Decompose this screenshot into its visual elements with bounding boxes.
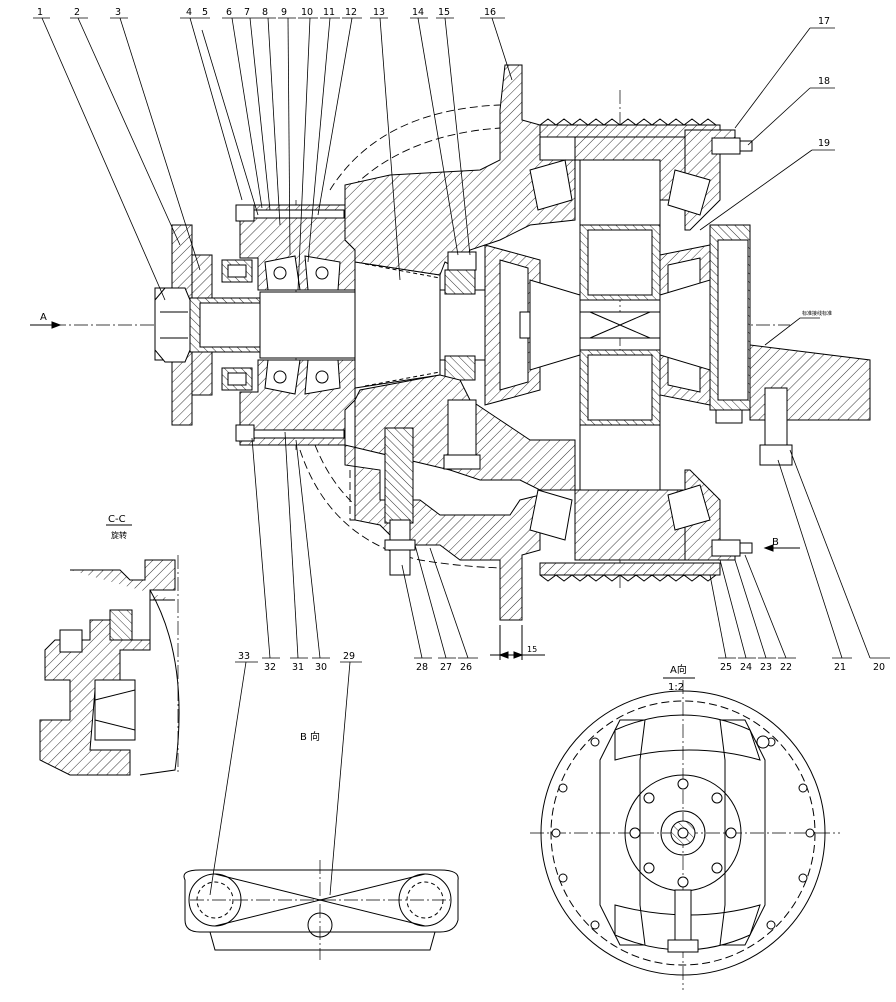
callout-8: 8 — [262, 7, 268, 18]
mid-bolt — [447, 399, 477, 461]
arrow-a-label: A — [40, 312, 47, 323]
pilot-bearing — [444, 269, 476, 295]
callout-32: 32 — [264, 662, 276, 673]
section-arrow-a — [30, 321, 62, 329]
view-a-circular — [530, 677, 840, 990]
callout-15: 15 — [438, 7, 450, 18]
section-cc-subtitle: 旋转 — [111, 530, 127, 540]
callout-10: 10 — [301, 7, 313, 18]
callout-21: 21 — [834, 662, 846, 673]
callout-14: 14 — [412, 7, 424, 18]
drive-pinion — [354, 261, 441, 389]
callout-6: 6 — [226, 7, 232, 18]
callout-25: 25 — [720, 662, 732, 673]
diff-bearing-upper — [667, 169, 711, 216]
cage-bolt-bottom — [235, 424, 255, 442]
planet-gear-left — [529, 279, 581, 371]
view-a-title: A向 — [670, 663, 687, 676]
callout-12: 12 — [345, 7, 357, 18]
callout-31: 31 — [292, 662, 304, 673]
view-b — [183, 860, 459, 960]
cage-bolt-top — [235, 204, 255, 222]
callout-3: 3 — [115, 7, 121, 18]
callout-33: 33 — [238, 651, 250, 662]
callout-9: 9 — [281, 7, 287, 18]
callout-2: 2 — [74, 7, 80, 18]
view-b-title: B 向 — [300, 730, 320, 743]
pinion-shaft — [259, 291, 361, 359]
callout-30: 30 — [315, 662, 327, 673]
taper-bearing-1 — [264, 255, 301, 291]
dimension-15 — [490, 625, 545, 660]
view-a-scale: 1:2 — [668, 682, 684, 693]
callout-7: 7 — [244, 7, 250, 18]
callout-labels: 1 2 3 4 5 6 7 8 9 10 11 12 13 14 15 16 1… — [37, 7, 885, 673]
callout-26: 26 — [460, 662, 472, 673]
taper-bearing-2 — [304, 255, 341, 291]
bolt-circle-holes — [551, 735, 815, 930]
callout-19: 19 — [818, 138, 830, 149]
gear-teeth-top — [539, 118, 721, 138]
callout-11: 11 — [323, 7, 335, 18]
main-section-view — [30, 64, 871, 660]
callout-5: 5 — [202, 7, 208, 18]
callout-27: 27 — [440, 662, 452, 673]
callout-23: 23 — [760, 662, 772, 673]
gear-teeth-bottom — [539, 562, 721, 582]
small-note: 标准接线标准 — [802, 310, 832, 317]
flange-nut — [154, 287, 191, 363]
callout-28: 28 — [416, 662, 428, 673]
leader-lines — [33, 17, 890, 896]
section-cc-title: C-C — [108, 514, 126, 525]
callout-4: 4 — [186, 7, 192, 18]
bolt-22 — [711, 539, 741, 557]
bolt-17 — [711, 137, 741, 155]
callout-13: 13 — [373, 7, 385, 18]
drain-plug — [674, 889, 692, 946]
callout-22: 22 — [780, 662, 792, 673]
callout-16: 16 — [484, 7, 496, 18]
section-cc-view — [39, 524, 180, 776]
dimension-15-label: 15 — [527, 645, 537, 654]
ring-gear-lower — [574, 489, 686, 561]
arrow-b-label: B — [772, 537, 779, 548]
callout-29: 29 — [343, 651, 355, 662]
callout-20: 20 — [873, 662, 885, 673]
view-titles: C-C 旋转 A向 1:2 B 向 A B 15 标准接线标准 — [40, 310, 832, 743]
lower-boss — [384, 427, 414, 524]
callout-24: 24 — [740, 662, 752, 673]
callout-1: 1 — [37, 7, 43, 18]
section-arrow-b — [763, 544, 800, 552]
callout-18: 18 — [818, 76, 830, 87]
callout-17: 17 — [818, 16, 830, 27]
